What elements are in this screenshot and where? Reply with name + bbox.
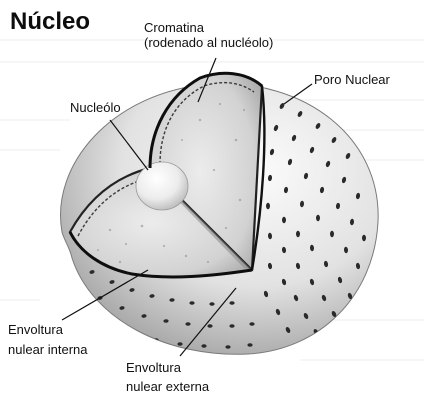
label-cromatina-line1: Cromatina xyxy=(144,20,273,35)
label-cromatina: Cromatina (rodenado al nucléolo) xyxy=(144,20,273,50)
label-envoltura-externa-line2: nulear externa xyxy=(126,379,209,394)
label-envoltura-interna-line1: Envoltura xyxy=(8,322,88,337)
label-envoltura-externa-line1: Envoltura xyxy=(126,360,209,375)
page-title: Núcleo xyxy=(10,8,90,36)
label-poro-nuclear: Poro Nuclear xyxy=(314,72,390,87)
label-envoltura-externa: Envoltura nulear externa xyxy=(126,360,209,394)
label-nucleolo: Nucleólo xyxy=(70,100,121,115)
nucleolus xyxy=(136,162,188,210)
label-cromatina-line2: (rodenado al nucléolo) xyxy=(144,35,273,50)
label-envoltura-interna-line2: nulear interna xyxy=(8,342,88,357)
label-envoltura-interna: Envoltura nulear interna xyxy=(8,322,88,357)
